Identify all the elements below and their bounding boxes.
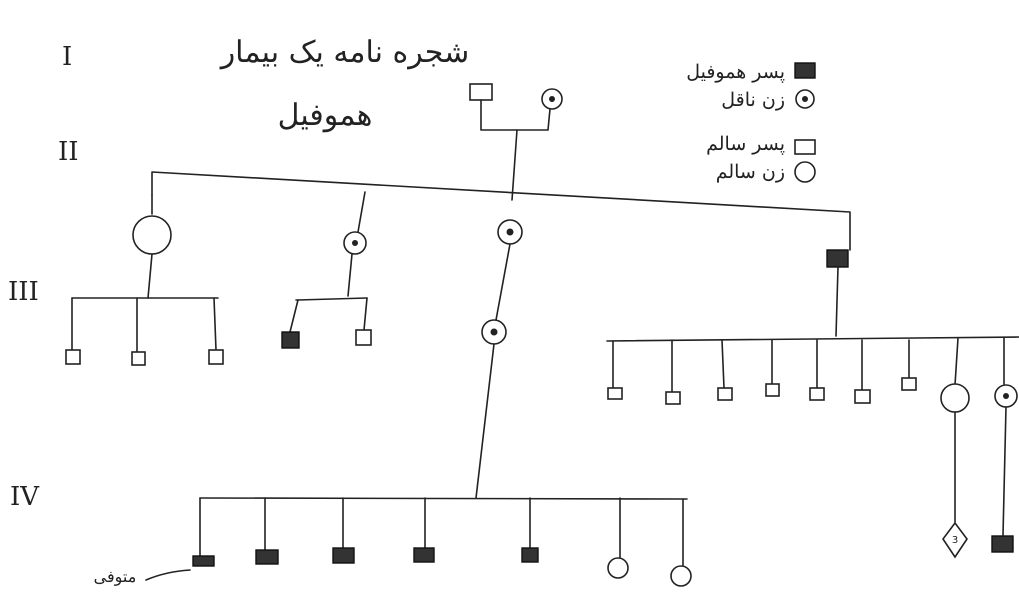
gen3-f2-drops	[289, 297, 368, 333]
gen3-f1-descent	[147, 253, 153, 299]
gen4-sibship	[199, 497, 688, 500]
gen4-son-affected-2	[255, 549, 279, 565]
generation-label-2: II	[58, 137, 79, 167]
gen4-diamond-count: 3	[952, 535, 958, 546]
generation-1	[469, 83, 563, 201]
gen3-f4-son-3	[717, 387, 733, 401]
deceased-note: متوفی	[94, 567, 137, 586]
deceased-arrow	[145, 569, 191, 581]
gen2-son-affected	[826, 249, 849, 268]
gen3-f2-sibship	[295, 297, 368, 301]
gen3-f4-sibship	[606, 336, 1019, 342]
legend-carrier-dot-icon	[802, 96, 808, 102]
gen3-f2-son-healthy	[355, 329, 372, 346]
gen1-father	[469, 83, 493, 101]
gen2-daughter-2-dot	[352, 240, 358, 246]
gen3-family-1	[65, 253, 224, 366]
legend-affected-male-icon	[794, 62, 816, 79]
legend-label-healthy-male: پسر سالم	[706, 133, 785, 155]
gen3-f4-son-2	[665, 391, 681, 405]
legend: پسر هموفیل زن ناقل پسر سالم زن سالم	[686, 61, 816, 183]
gen3-f4-son-4	[765, 383, 780, 397]
legend-label-affected-male: پسر هموفیل	[686, 61, 785, 83]
gen3-f2-son-affected	[281, 331, 300, 349]
legend-label-carrier-female: زن ناقل	[721, 89, 785, 111]
gen2-daughter-1-healthy	[132, 215, 172, 255]
title-line1: شجره نامه یک بیمار	[219, 35, 470, 70]
generation-2	[132, 171, 851, 268]
gen1-mother-carrier-dot	[549, 96, 555, 102]
gen3-f4-son-6	[854, 389, 871, 404]
gen4-son-affected-3	[332, 547, 355, 564]
legend-healthy-male-icon	[794, 139, 816, 155]
generation-4	[192, 497, 692, 587]
gen4-son-affected-5	[521, 547, 539, 563]
gen3-f4-daughter-healthy	[940, 383, 970, 413]
gen4-daughter-2	[670, 565, 692, 587]
generation-label-3: III	[8, 277, 39, 307]
legend-label-healthy-female: زن سالم	[716, 161, 785, 183]
gen3-family-4: 3	[606, 266, 1019, 559]
title-line2: هموفیل	[278, 98, 373, 133]
gen2-daughter-3-dot	[506, 228, 514, 236]
gen3-to-gen4-descent	[475, 343, 495, 499]
gen3-carrier-female-dot	[490, 328, 498, 336]
gen3-f3-descent	[495, 243, 511, 321]
gen4-son-affected-4	[413, 547, 435, 563]
gen3-f1-drops	[71, 297, 217, 353]
gen4-affected-descent	[1002, 406, 1007, 536]
legend-healthy-female-icon	[794, 161, 816, 183]
gen3-f4-drops-sons	[612, 339, 910, 393]
gen3-f1-son-3	[208, 349, 224, 365]
gen4-son-affected-1	[192, 555, 215, 567]
gen2-sibship-line	[151, 171, 851, 251]
deceased-annotation: متوفی	[94, 567, 191, 586]
gen3-f4-son-5	[809, 387, 825, 401]
gen3-f4-son-1	[607, 387, 623, 400]
gen4-diamond-children	[942, 521, 968, 559]
gen3-f2-descent	[347, 253, 353, 297]
gen3-f4-descent	[835, 266, 839, 337]
gen4-drops	[199, 497, 684, 567]
gen2-drop-2	[357, 191, 366, 233]
gen3-f1-son-2	[131, 351, 146, 366]
gen4-daughter-1	[607, 557, 629, 579]
gen3-family-2	[281, 253, 372, 349]
generation-label-4: IV	[10, 482, 40, 512]
generation-label-1: I	[62, 42, 72, 72]
gen1-descent-line	[511, 129, 518, 201]
gen3-family-3	[475, 243, 511, 499]
gen1-marriage-line	[480, 99, 551, 131]
gen3-f4-daughter-carrier-dot	[1003, 393, 1009, 399]
gen3-f1-son-1	[65, 349, 81, 365]
gen3-f4-drops-daughters	[954, 337, 1005, 386]
gen3-f4-son-7	[901, 377, 917, 391]
gen4-affected-son-right	[991, 535, 1014, 553]
